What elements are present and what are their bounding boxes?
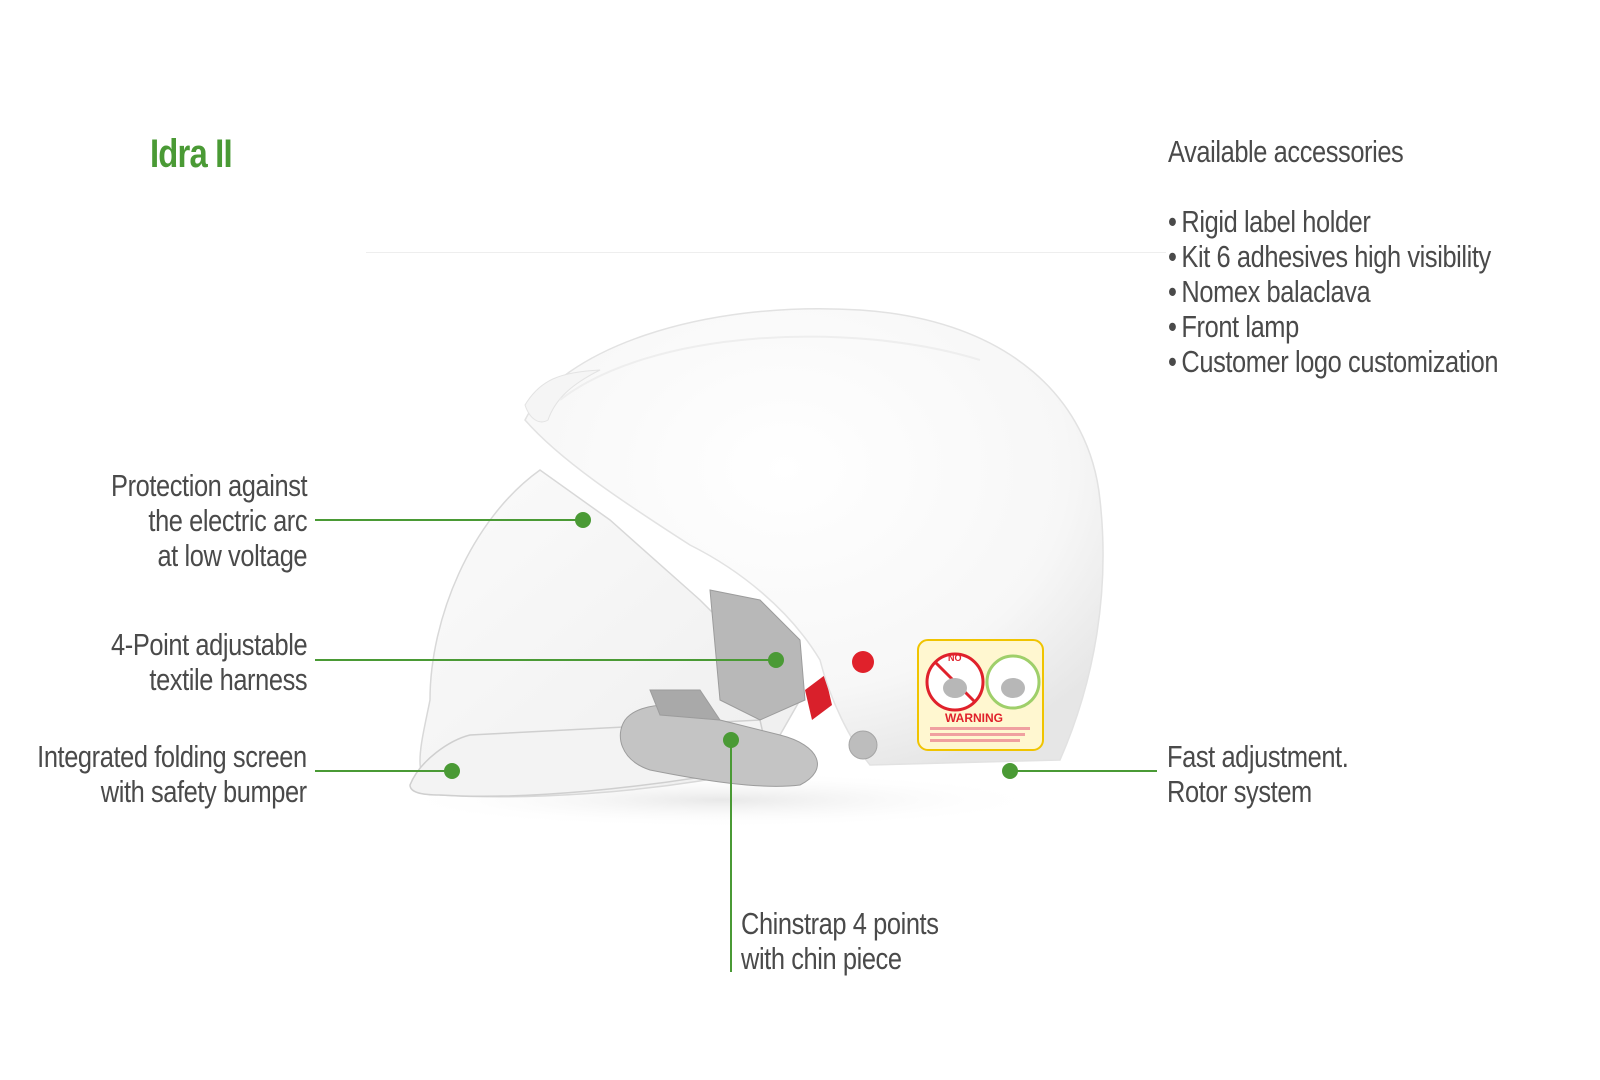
callout-harness: 4-Point adjustable textile harness [110, 627, 308, 697]
callout-arc-line: the electric arc [148, 503, 307, 538]
callout-dot-chinstrap [723, 732, 739, 748]
callout-dot-rotor [1002, 763, 1018, 779]
callout-harness-line: 4-Point adjustable [110, 627, 308, 662]
callout-chinstrap-line: Chinstrap 4 points [741, 906, 939, 941]
callout-rotor: Fast adjustment. Rotor system [1167, 739, 1349, 809]
brim-edge [524, 369, 601, 423]
product-title: Idra II [150, 132, 233, 176]
harness [619, 589, 818, 787]
callout-arc: Protection against the electric arc at l… [110, 468, 308, 573]
accessory-item: Front lamp [1168, 309, 1498, 344]
divider-line [366, 252, 1166, 253]
sticker-no-label: NO [948, 653, 962, 663]
callout-arc-line: Protection against [110, 468, 308, 503]
callout-screen: Integrated folding screen with safety bu… [37, 739, 307, 809]
accessory-item: Nomex balaclava [1168, 274, 1498, 309]
callout-dot-arc [575, 512, 591, 528]
callout-dot-screen [444, 763, 460, 779]
accessory-item: Kit 6 adhesives high visibility [1168, 239, 1498, 274]
callout-chinstrap-line: with chin piece [741, 941, 902, 976]
callout-screen-line: with safety bumper [101, 774, 307, 809]
warning-sticker: NO WARNING [917, 639, 1044, 751]
callout-arc-line: at low voltage [157, 538, 307, 573]
accessories-heading: Available accessories [1168, 134, 1404, 169]
red-indicator [852, 651, 874, 673]
callout-chinstrap: Chinstrap 4 points with chin piece [741, 906, 939, 976]
callout-harness-line: textile harness [149, 662, 307, 697]
accessory-item: Rigid label holder [1168, 204, 1498, 239]
grey-button [848, 730, 878, 760]
callout-rotor-line: Fast adjustment. [1167, 739, 1349, 774]
rotor-knob [805, 675, 832, 720]
callout-rotor-line: Rotor system [1167, 774, 1312, 809]
accessory-item: Customer logo customization [1168, 344, 1498, 379]
accessories-list: Rigid label holder Kit 6 adhesives high … [1168, 204, 1498, 379]
sticker-warning-label: WARNING [945, 711, 1003, 725]
callout-screen-line: Integrated folding screen [37, 739, 307, 774]
callout-dot-harness [768, 652, 784, 668]
